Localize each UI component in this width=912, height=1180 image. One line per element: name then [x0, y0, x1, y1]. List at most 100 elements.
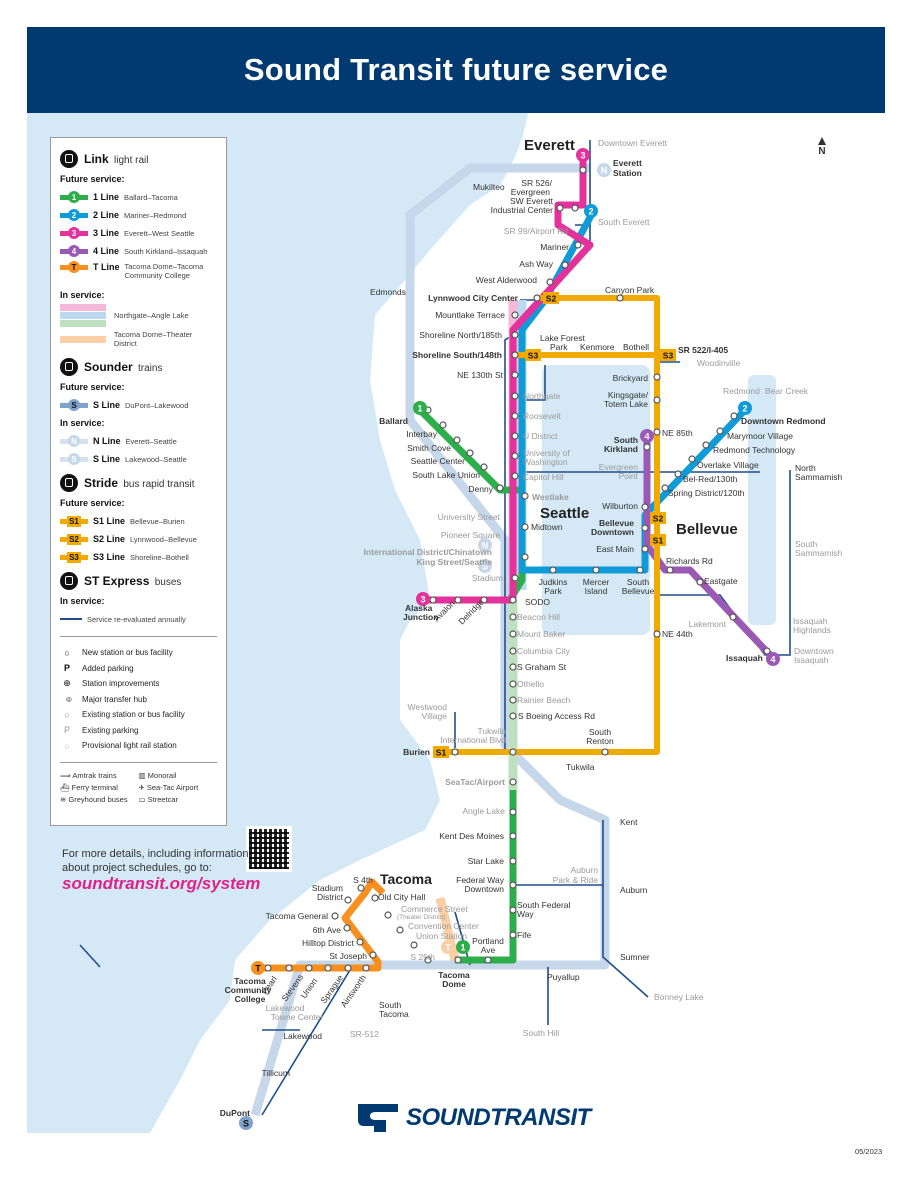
svg-text:Seattle: Seattle [540, 505, 589, 522]
page-header: Sound Transit future service [27, 27, 885, 113]
svg-text:Bear Creek: Bear Creek [765, 386, 809, 396]
legend-symbol-existing-station: ○Existing station or bus facility [64, 709, 185, 720]
svg-text:Tacoma: Tacoma [379, 1009, 409, 1019]
svg-text:South: South [614, 435, 638, 445]
svg-text:1: 1 [460, 943, 465, 953]
svg-text:West Alderwood: West Alderwood [476, 275, 538, 285]
svg-text:Downtown Everett: Downtown Everett [598, 138, 668, 148]
legend-in-service-tacoma: Tacoma Dome–Theater District [60, 330, 217, 348]
svg-text:Auburn: Auburn [571, 865, 599, 875]
streetcar-icon: ▭ Streetcar [138, 794, 179, 804]
sound-transit-logo-icon [358, 1104, 400, 1132]
legend-divider [60, 636, 217, 637]
svg-text:4: 4 [770, 655, 775, 665]
svg-text:Towne Center: Towne Center [271, 1012, 324, 1022]
svg-text:Westwood: Westwood [407, 702, 447, 712]
svg-text:S1: S1 [436, 748, 447, 758]
svg-text:1: 1 [417, 404, 422, 414]
svg-text:Evergreen: Evergreen [599, 462, 638, 472]
map-legend: Link light rail Future service: 1 1 Line… [50, 137, 227, 826]
station-dots [264, 166, 771, 972]
svg-text:South: South [795, 539, 817, 549]
svg-text:Bel-Red/130th: Bel-Red/130th [683, 474, 738, 484]
station-labels: Everett Station Mukilteo SR 526/ Evergre… [220, 158, 843, 1118]
svg-text:Downtown: Downtown [464, 884, 504, 894]
svg-text:S 25th: S 25th [410, 952, 435, 962]
existing-station-labels: Downtown Everett South Everett SR 99/Air… [266, 138, 843, 1039]
svg-text:University Street: University Street [438, 512, 501, 522]
greyhound-icon: ≋ Greyhound buses [60, 794, 128, 804]
svg-text:Capitol Hill: Capitol Hill [523, 472, 564, 482]
svg-text:Hilltop District: Hilltop District [302, 938, 355, 948]
svg-text:Lake Forest: Lake Forest [540, 333, 586, 343]
svg-text:South Lake Union: South Lake Union [412, 470, 480, 480]
page-title: Sound Transit future service [243, 52, 669, 87]
airport-icon: ✈ Sea-Tac Airport [138, 782, 199, 792]
svg-text:Wilburton: Wilburton [602, 501, 638, 511]
svg-text:Park: Park [544, 586, 562, 596]
svg-text:Alaska: Alaska [405, 603, 433, 613]
svg-text:Auburn: Auburn [620, 885, 648, 895]
svg-text:Mountlake Terrace: Mountlake Terrace [435, 310, 505, 320]
svg-text:(Theater District): (Theater District) [397, 914, 445, 921]
svg-text:Sumner: Sumner [620, 952, 650, 962]
svg-text:Village: Village [422, 711, 448, 721]
website-link[interactable]: soundtransit.org/system [62, 874, 261, 893]
svg-text:Island: Island [585, 586, 608, 596]
svg-text:S 4th: S 4th [353, 875, 373, 885]
svg-text:Midtown: Midtown [531, 522, 563, 532]
svg-text:SODO: SODO [525, 597, 550, 607]
svg-text:Othello: Othello [517, 679, 544, 689]
svg-text:Tillicum: Tillicum [262, 1068, 291, 1078]
svg-text:Old City Hall: Old City Hall [378, 892, 425, 902]
svg-text:Richards Rd: Richards Rd [666, 556, 713, 566]
svg-text:Seattle Center: Seattle Center [411, 456, 466, 466]
svg-text:South: South [379, 1000, 401, 1010]
svg-text:Puyallup: Puyallup [547, 972, 580, 982]
qr-code[interactable] [246, 826, 292, 872]
svg-text:Star Lake: Star Lake [468, 856, 505, 866]
svg-text:Federal Way: Federal Way [456, 875, 505, 885]
svg-text:Overlake Village: Overlake Village [697, 460, 759, 470]
svg-text:NE 44th: NE 44th [662, 629, 693, 639]
svg-text:Columbia City: Columbia City [517, 646, 571, 656]
svg-text:Westlake: Westlake [532, 492, 569, 502]
svg-text:Convention Center: Convention Center [408, 921, 479, 931]
svg-text:DuPont: DuPont [220, 1108, 250, 1118]
svg-text:Portland: Portland [472, 936, 504, 946]
svg-text:T: T [255, 964, 261, 974]
svg-text:South: South [589, 727, 611, 737]
svg-text:Eastgate: Eastgate [704, 576, 738, 586]
svg-text:SeaTac/Airport: SeaTac/Airport [445, 777, 505, 787]
svg-text:N: N [482, 541, 489, 551]
svg-text:Lakewood: Lakewood [283, 1031, 322, 1041]
svg-text:South: South [627, 577, 649, 587]
svg-text:Tukwila: Tukwila [478, 726, 507, 736]
legend-symbol-provisional: ○Provisional light rail station [64, 740, 177, 751]
north-arrow: N [818, 137, 826, 157]
svg-text:S2: S2 [546, 294, 557, 304]
stride-badges: S2 S3 S3 S2 S1 S1 [433, 292, 676, 758]
svg-text:Community: Community [225, 985, 272, 995]
svg-text:Mercer: Mercer [583, 577, 610, 587]
svg-text:Mariner: Mariner [540, 242, 569, 252]
legend-divider [60, 761, 217, 763]
svg-text:North: North [795, 463, 816, 473]
svg-text:U District: U District [523, 431, 558, 441]
svg-text:Stadium: Stadium [312, 883, 343, 893]
svg-text:Marymoor Village: Marymoor Village [727, 431, 793, 441]
svg-text:4: 4 [644, 432, 649, 442]
svg-text:S Graham St: S Graham St [517, 662, 567, 672]
svg-text:Renton: Renton [586, 736, 614, 746]
svg-text:Rainier Beach: Rainier Beach [517, 695, 571, 705]
svg-text:Commerce Street: Commerce Street [401, 904, 468, 914]
svg-text:S2: S2 [653, 514, 664, 524]
legend-symbol-transfer-hub: ○○Major transfer hub [65, 694, 147, 705]
